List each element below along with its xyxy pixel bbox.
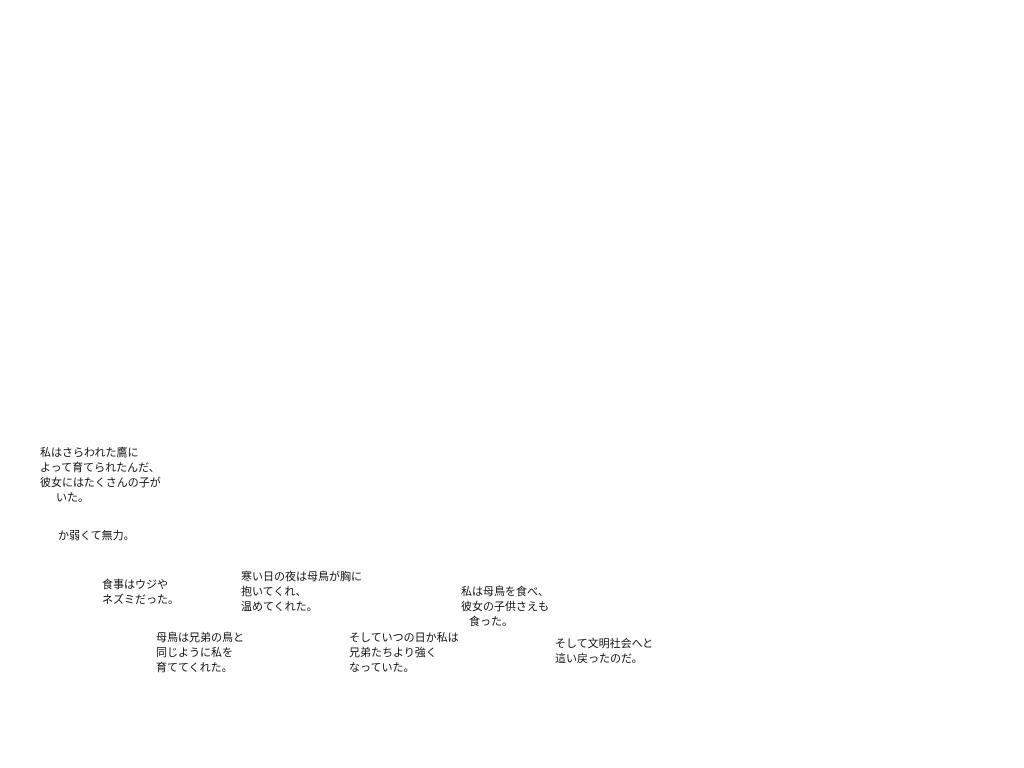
caption-line: 彼女にはたくさんの子が — [40, 476, 161, 489]
caption-line: 食った。 — [469, 615, 513, 628]
caption-became-stronger: そしていつの日か私は 兄弟たちより強く なっていた。 — [349, 630, 459, 675]
caption-line: 食事はウジや — [102, 578, 168, 591]
caption-line: 同じように私を — [156, 646, 233, 659]
caption-line: 育ててくれた。 — [156, 661, 233, 674]
caption-crawled-back-to-civilization: そして文明社会へと 這い戻ったのだ。 — [555, 636, 653, 666]
caption-line: か弱くて無力。 — [58, 529, 135, 542]
caption-line: いた。 — [56, 491, 89, 504]
caption-line: 兄弟たちより強く — [349, 646, 437, 659]
caption-line: 母鳥は兄弟の鳥と — [156, 631, 244, 644]
caption-weak-and-powerless: か弱くて無力。 — [58, 528, 135, 543]
caption-line: 寒い日の夜は母鳥が胸に — [241, 570, 362, 583]
caption-line: ネズミだった。 — [102, 593, 179, 606]
caption-line: 私はさらわれた鷹に — [40, 446, 139, 459]
caption-line: 彼女の子供さえも — [461, 600, 549, 613]
caption-line: 私は母鳥を食べ、 — [461, 585, 549, 598]
caption-ate-mother-bird: 私は母鳥を食べ、 彼女の子供さえも 食った。 — [461, 584, 549, 629]
caption-line: 抱いてくれ、 — [241, 585, 307, 598]
caption-line: よって育てられたんだ、 — [40, 461, 160, 474]
caption-cold-nights-warmth: 寒い日の夜は母鳥が胸に 抱いてくれ、 温めてくれた。 — [241, 569, 362, 614]
caption-line: なっていた。 — [349, 661, 415, 674]
caption-line: そして文明社会へと — [555, 637, 654, 650]
caption-line: そしていつの日か私は — [349, 631, 459, 644]
caption-raised-by-hawk: 私はさらわれた鷹に よって育てられたんだ、 彼女にはたくさんの子が いた。 — [40, 445, 161, 505]
caption-raised-like-siblings: 母鳥は兄弟の鳥と 同じように私を 育ててくれた。 — [156, 630, 244, 675]
caption-food-maggots-rats: 食事はウジや ネズミだった。 — [102, 577, 179, 607]
caption-line: 這い戻ったのだ。 — [555, 652, 643, 665]
caption-line: 温めてくれた。 — [241, 600, 318, 613]
